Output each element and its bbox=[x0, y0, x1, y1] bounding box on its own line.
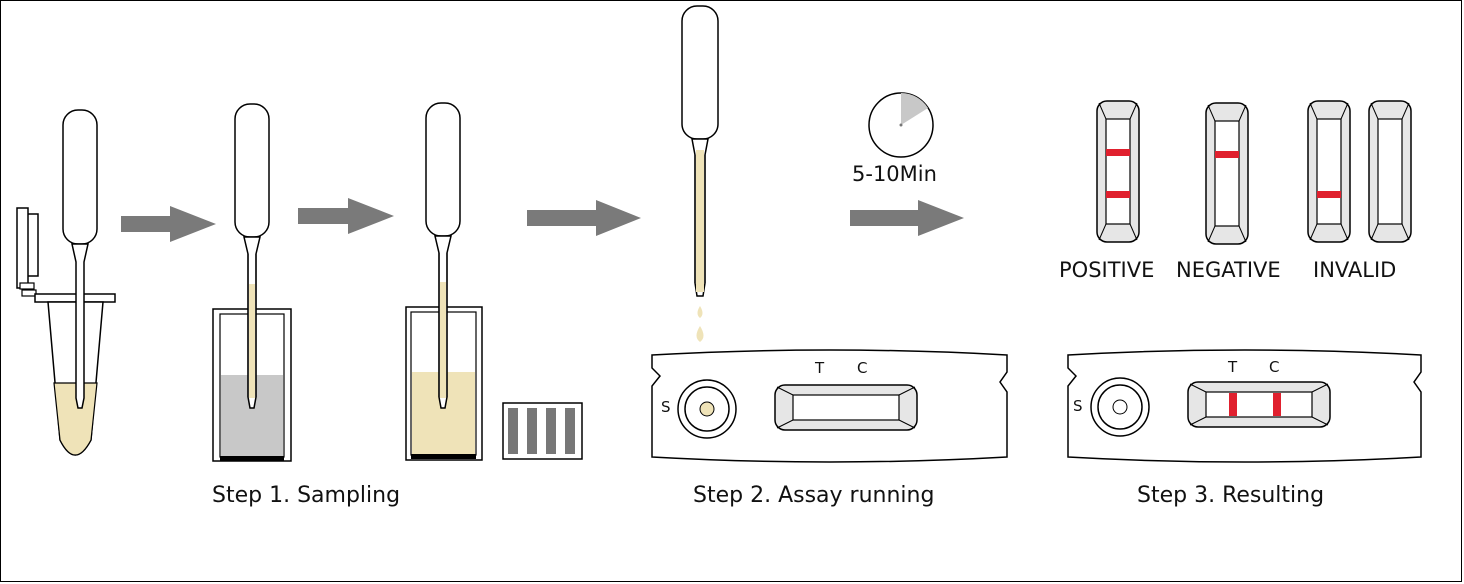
cassette-3-c-label: C bbox=[1269, 358, 1280, 376]
result-positive-label: POSITIVE bbox=[1059, 258, 1155, 282]
test-cassette-result bbox=[1067, 349, 1422, 463]
arrow-2 bbox=[298, 198, 394, 234]
striped-sample-block bbox=[502, 402, 583, 460]
cassette-3-s-label: S bbox=[1073, 397, 1083, 415]
result-invalid-label: INVALID bbox=[1313, 258, 1397, 282]
result-strip-negative bbox=[1205, 102, 1249, 245]
step-1-label: Step 1. Sampling bbox=[212, 483, 401, 508]
pipette-in-mixed bbox=[425, 102, 461, 409]
dropping-pipette bbox=[681, 5, 719, 297]
timer-label: 5-10Min bbox=[852, 162, 937, 186]
result-strip-invalid-1 bbox=[1307, 100, 1351, 243]
pipette-in-tube bbox=[62, 109, 98, 409]
cassette-2-s-label: S bbox=[661, 398, 671, 416]
cassette-2-c-label: C bbox=[857, 359, 868, 377]
arrow-3 bbox=[527, 200, 641, 236]
arrow-4 bbox=[850, 200, 964, 236]
cassette-3-t-label: T bbox=[1228, 358, 1238, 376]
arrow-1 bbox=[121, 206, 216, 242]
pipette-in-buffer bbox=[234, 103, 270, 409]
test-cassette-unused bbox=[651, 349, 1008, 463]
step-3-label: Step 3. Resulting bbox=[1137, 483, 1325, 508]
step-2-label: Step 2. Assay running bbox=[693, 483, 935, 508]
sample-tube bbox=[16, 207, 116, 456]
timer-icon bbox=[868, 92, 934, 158]
result-strip-positive bbox=[1096, 100, 1140, 243]
sample-drops bbox=[696, 306, 704, 342]
result-negative-label: NEGATIVE bbox=[1176, 258, 1281, 282]
mixed-container bbox=[405, 306, 483, 461]
cassette-2-t-label: T bbox=[815, 359, 825, 377]
result-strip-invalid-2 bbox=[1368, 100, 1412, 243]
